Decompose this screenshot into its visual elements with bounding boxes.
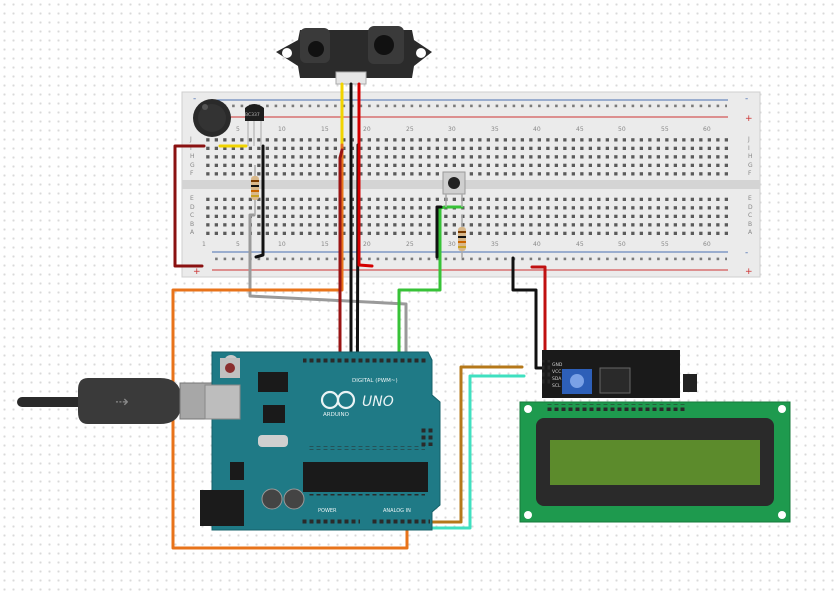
svg-text:15: 15 — [321, 126, 329, 133]
svg-text:1: 1 — [202, 241, 206, 248]
svg-text:F: F — [190, 170, 194, 177]
rail-plus-label: + — [745, 114, 753, 124]
arduino-uno: DIGITAL (PWM~) ARDUINO UNO POWER ANALOG … — [200, 351, 441, 531]
svg-text:60: 60 — [703, 126, 711, 133]
lcd-display — [519, 401, 791, 523]
svg-text:55: 55 — [661, 241, 669, 248]
usb-icon: ⇢ — [115, 392, 128, 411]
svg-text:20: 20 — [363, 126, 371, 133]
svg-text:35: 35 — [491, 126, 499, 133]
rail-plus-label-bottom: + — [745, 267, 753, 277]
wire-brown — [428, 365, 524, 524]
svg-text:I: I — [748, 145, 750, 152]
svg-text:G: G — [748, 162, 753, 169]
svg-text:10: 10 — [278, 241, 286, 248]
rail-plus-label-left: + — [193, 267, 201, 277]
svg-text:20: 20 — [363, 241, 371, 248]
svg-text:25: 25 — [406, 241, 414, 248]
row-letters-bottom: E D C B A E D C B A — [190, 195, 753, 236]
svg-text:C: C — [748, 212, 752, 219]
svg-text:B: B — [748, 221, 752, 228]
svg-text:40: 40 — [533, 126, 541, 133]
breadboard: - + - + - + J I H G F J I H G F E D C B … — [181, 91, 761, 278]
transistor-label: BC337 — [245, 112, 260, 118]
svg-text:10: 10 — [278, 126, 286, 133]
svg-text:E: E — [190, 195, 194, 202]
svg-text:5: 5 — [236, 241, 240, 248]
svg-text:35: 35 — [491, 241, 499, 248]
svg-text:C: C — [190, 212, 194, 219]
transistor: BC337 — [245, 104, 264, 146]
resistor-left — [251, 165, 259, 215]
svg-text:D: D — [190, 204, 195, 211]
svg-text:H: H — [190, 153, 195, 160]
wire-black-transistor — [254, 144, 265, 259]
usb-cable: ⇢ — [17, 378, 231, 424]
i2c-module: GND VCC SDA SCL — [542, 350, 697, 398]
column-numbers: 1 5 10 15 20 25 30 35 40 45 50 55 60 1 5… — [202, 126, 711, 248]
wire-green — [397, 205, 464, 362]
i2c-pin-sda: SDA — [552, 376, 562, 382]
arduino-header-analog: ANALOG IN — [383, 508, 411, 514]
svg-text:A: A — [748, 229, 753, 236]
rail-minus-label: - — [745, 94, 748, 104]
arduino-header-digital: DIGITAL (PWM~) — [352, 378, 398, 384]
wire-black-lcd — [511, 256, 550, 370]
row-letters-top: J I H G F J I H G F — [189, 136, 753, 177]
svg-text:30: 30 — [448, 126, 456, 133]
svg-text:B: B — [190, 221, 194, 228]
svg-text:50: 50 — [618, 126, 626, 133]
svg-text:60: 60 — [703, 241, 711, 248]
arduino-header-power: POWER — [318, 508, 337, 514]
arduino-model: UNO — [362, 394, 394, 410]
svg-text:F: F — [748, 170, 752, 177]
i2c-pin-gnd: GND — [552, 362, 563, 368]
wire-black-button — [435, 205, 443, 259]
svg-text:G: G — [190, 162, 195, 169]
svg-text:J: J — [189, 136, 192, 143]
svg-text:25: 25 — [406, 126, 414, 133]
svg-text:15: 15 — [321, 241, 329, 248]
wire-dark-red-left — [173, 144, 206, 268]
svg-text:5: 5 — [236, 126, 240, 133]
arduino-brand: ARDUINO — [323, 412, 350, 418]
ir-distance-sensor — [276, 26, 432, 85]
svg-text:E: E — [748, 195, 752, 202]
rail-minus-label-left: - — [193, 94, 196, 104]
buzzer — [193, 99, 231, 137]
i2c-pin-vcc: VCC — [552, 369, 561, 375]
svg-text:55: 55 — [661, 126, 669, 133]
svg-text:40: 40 — [533, 241, 541, 248]
svg-text:45: 45 — [576, 241, 584, 248]
svg-text:45: 45 — [576, 126, 584, 133]
wire-aqua — [418, 374, 526, 530]
svg-text:J: J — [747, 136, 750, 143]
arduino-logo-infinity-right — [336, 390, 356, 410]
svg-text:A: A — [190, 229, 195, 236]
lcd-screen — [550, 440, 760, 485]
i2c-pin-labels: GND VCC SDA SCL — [552, 362, 563, 389]
svg-text:D: D — [748, 204, 753, 211]
i2c-pin-scl: SCL — [552, 383, 561, 389]
svg-text:H: H — [748, 153, 753, 160]
push-button — [442, 171, 466, 207]
rail-minus-label-bottom: - — [745, 248, 748, 258]
resistor-right — [458, 215, 466, 258]
svg-text:50: 50 — [618, 241, 626, 248]
wire-gray — [248, 213, 408, 362]
svg-text:30: 30 — [448, 241, 456, 248]
wire-red-rail — [357, 143, 374, 268]
svg-text:I: I — [190, 145, 192, 152]
